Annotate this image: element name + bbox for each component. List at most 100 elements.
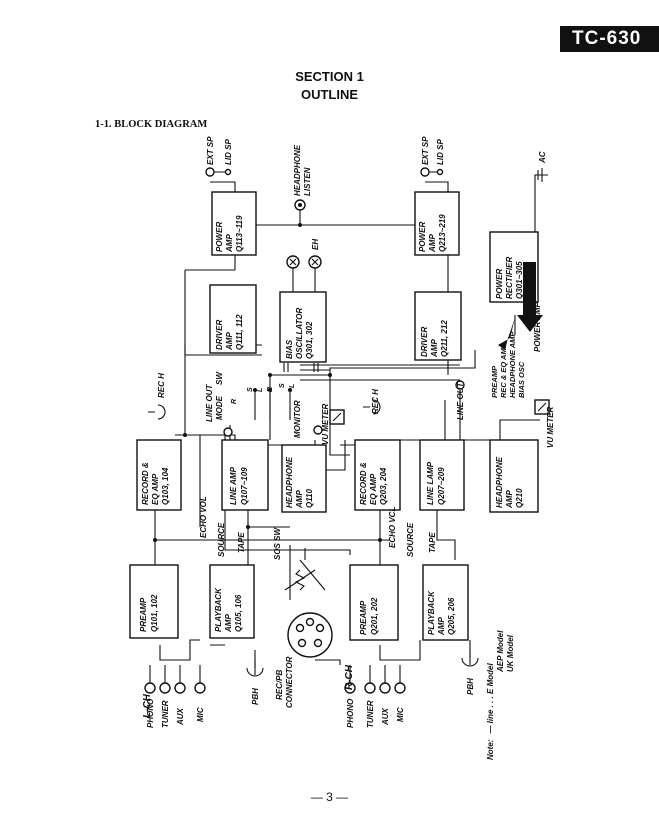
svg-text:PBH: PBH bbox=[251, 688, 260, 705]
svg-text:R-CH: R-CH bbox=[344, 664, 355, 690]
rec-head-icons bbox=[148, 399, 381, 420]
svg-text:POWER AMP: POWER AMP bbox=[533, 301, 542, 352]
wiring bbox=[149, 171, 540, 688]
speaker-jacks bbox=[205, 167, 444, 177]
page-number: — 3 — bbox=[310, 790, 349, 804]
ac-plug-icon bbox=[535, 168, 548, 182]
svg-text:PBH: PBH bbox=[466, 678, 475, 695]
svg-text:AUX: AUX bbox=[381, 707, 390, 726]
headphone-jack-icon bbox=[294, 199, 306, 211]
svg-text:S: S bbox=[279, 383, 286, 388]
svg-text:REC/PB: REC/PB bbox=[275, 670, 284, 700]
svg-text:Note:— line . . . E Model: Note:— line . . . E Model bbox=[486, 663, 495, 760]
svg-text:EXT SP: EXT SP bbox=[421, 136, 430, 165]
block-driver-amp-l: DRIVERAMPQ111, 112 bbox=[209, 284, 257, 354]
svg-text:EXT SP: EXT SP bbox=[206, 136, 215, 165]
diagram-note: Note:— line . . . E Model AEP Model UK M… bbox=[486, 630, 515, 760]
block-headphone-amp-r: HEADPHONEAMPQ210 bbox=[489, 439, 539, 513]
block-headphone-amp-l: HEADPHONEAMPQ110 bbox=[281, 444, 327, 513]
svg-text:PLAYBACKAMPQ105, 106: PLAYBACKAMPQ105, 106 bbox=[214, 587, 243, 633]
diagram-labels: EXT SP LID SP EXT SP LID SP HEADPHONE LI… bbox=[142, 136, 555, 728]
svg-text:DRIVERAMPQ211, 212: DRIVERAMPQ211, 212 bbox=[420, 320, 449, 358]
svg-text:TUNER: TUNER bbox=[366, 700, 375, 728]
svg-text:EH: EH bbox=[311, 239, 320, 250]
svg-text:REC H: REC H bbox=[371, 389, 380, 414]
svg-text:L-CH: L-CH bbox=[142, 693, 153, 718]
junctions bbox=[153, 223, 382, 542]
svg-text:R: R bbox=[231, 399, 238, 404]
svg-text:PLAYBACKAMPQ205, 206: PLAYBACKAMPQ205, 206 bbox=[427, 590, 456, 636]
svg-text:POWERAMPQ213~219: POWERAMPQ213~219 bbox=[418, 214, 447, 253]
svg-text:SOURCE: SOURCE bbox=[406, 522, 415, 557]
svg-text:SOURCE: SOURCE bbox=[217, 522, 226, 557]
power-arrow-icon bbox=[498, 262, 543, 350]
svg-text:ECHO VCL: ECHO VCL bbox=[388, 507, 397, 548]
svg-text:HEADPHONEAMPQ210: HEADPHONEAMPQ210 bbox=[495, 456, 524, 509]
svg-text:HEADPHONE: HEADPHONE bbox=[293, 144, 302, 196]
svg-text:TUNER: TUNER bbox=[161, 700, 170, 728]
svg-text:POWERAMPQ113~119: POWERAMPQ113~119 bbox=[215, 215, 244, 253]
svg-text:PHONO: PHONO bbox=[346, 698, 355, 728]
svg-text:RECORD &EQ AMPQ103, 104: RECORD &EQ AMPQ103, 104 bbox=[141, 462, 170, 505]
svg-text:DRIVERAMPQ111, 112: DRIVERAMPQ111, 112 bbox=[215, 314, 244, 351]
svg-text:RECORD &EQ AMPQ203, 204: RECORD &EQ AMPQ203, 204 bbox=[359, 462, 388, 505]
svg-text:LID SP: LID SP bbox=[436, 139, 445, 165]
erase-head-icon bbox=[286, 255, 322, 292]
svg-text:LINE OUT: LINE OUT bbox=[205, 384, 214, 422]
svg-text:CONNECTOR: CONNECTOR bbox=[285, 656, 294, 708]
input-jacks-r bbox=[344, 682, 406, 694]
model-badge: TC-630 bbox=[560, 26, 659, 52]
subsection-title: 1-1. BLOCK DIAGRAM bbox=[95, 119, 208, 130]
pb-head-icons bbox=[246, 650, 479, 677]
svg-text:ECHO VOL: ECHO VOL bbox=[199, 496, 208, 538]
svg-text:AC: AC bbox=[538, 151, 547, 164]
block-power-amp-l: POWERAMPQ113~119 bbox=[211, 191, 257, 256]
svg-text:VU METER: VU METER bbox=[546, 406, 555, 448]
block-record-eq-amp-r: RECORD &EQ AMPQ203, 204 bbox=[354, 439, 401, 511]
svg-text:SOS SW: SOS SW bbox=[273, 527, 282, 560]
section-title: OUTLINE bbox=[300, 87, 359, 102]
svg-text:AEP Model: AEP Model bbox=[496, 630, 505, 673]
block-record-eq-amp-l: RECORD &EQ AMPQ103, 104 bbox=[136, 439, 182, 511]
block-driver-amp-r: DRIVERAMPQ211, 212 bbox=[414, 291, 462, 361]
block-playback-amp-r: PLAYBACKAMPQ205, 206 bbox=[422, 564, 469, 641]
section-number: SECTION 1 bbox=[295, 69, 364, 84]
block-bias-oscillator: BIASOSCILLATORQ301, 302 bbox=[279, 291, 327, 363]
svg-text:LID SP: LID SP bbox=[224, 139, 233, 165]
svg-text:R: R bbox=[267, 387, 274, 392]
svg-text:LINE OUT: LINE OUT bbox=[456, 382, 465, 420]
svg-text:MIC: MIC bbox=[396, 707, 405, 722]
svg-text:PHONO: PHONO bbox=[146, 698, 155, 728]
line-out-jacks bbox=[223, 380, 465, 437]
sos-variable-resistor-icon bbox=[284, 569, 316, 591]
svg-text:BIASOSCILLATORQ301, 302: BIASOSCILLATORQ301, 302 bbox=[285, 308, 314, 359]
svg-text:MODE: MODE bbox=[215, 395, 224, 420]
svg-text:L: L bbox=[289, 384, 296, 388]
svg-text:TAPE: TAPE bbox=[237, 532, 246, 553]
svg-text:LISTEN: LISTEN bbox=[303, 167, 312, 196]
svg-text:MONITOR: MONITOR bbox=[293, 400, 302, 438]
block-power-amp-r: POWERAMPQ213~219 bbox=[414, 191, 460, 256]
svg-text:TAPE: TAPE bbox=[428, 532, 437, 553]
svg-text:VU METER: VU METER bbox=[321, 403, 330, 445]
input-jacks-l bbox=[144, 682, 206, 694]
svg-text:PREAMPREC & EQ AMPHEADPHONE AM: PREAMPREC & EQ AMPHEADPHONE AMPBIAS OSC bbox=[490, 331, 526, 398]
svg-text:HEADPHONEAMPQ110: HEADPHONEAMPQ110 bbox=[285, 456, 314, 509]
capacitor-icons bbox=[283, 363, 319, 372]
svg-text:S: S bbox=[247, 387, 254, 392]
svg-text:SW: SW bbox=[215, 371, 224, 385]
svg-text:REC H: REC H bbox=[157, 373, 166, 398]
svg-text:UK Model: UK Model bbox=[506, 634, 515, 672]
svg-text:MIC: MIC bbox=[196, 707, 205, 722]
svg-text:POWERRECTIFIERQ301~305: POWERRECTIFIERQ301~305 bbox=[495, 257, 524, 299]
svg-text:L: L bbox=[257, 388, 264, 392]
